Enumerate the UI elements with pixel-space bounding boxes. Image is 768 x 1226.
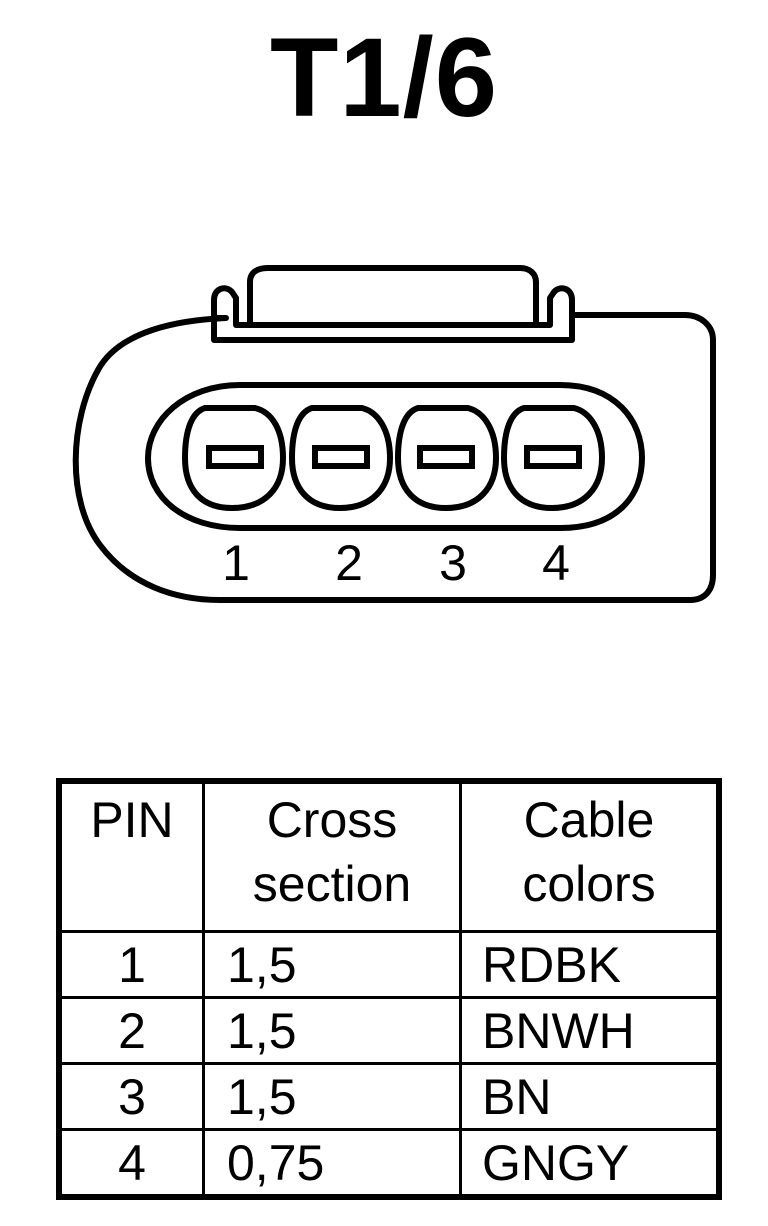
cell-pin: 2 — [57, 996, 205, 1065]
cell-pin: 1 — [57, 930, 205, 999]
cell-cable-colors: BN — [459, 1062, 721, 1131]
connector-latch-top — [247, 265, 539, 328]
pin-socket-2 — [288, 405, 394, 512]
connector-diagram: 1 2 3 4 — [72, 265, 716, 603]
cell-cross-section: 1,5 — [202, 930, 462, 999]
pin-contact-3 — [417, 445, 475, 469]
table-header-row: PIN Cross section Cable colors — [57, 779, 721, 933]
header-pin: PIN — [57, 779, 205, 933]
header-cross-section: Cross section — [202, 779, 462, 933]
header-cable-colors: Cable colors — [459, 779, 721, 933]
pin-cavity — [145, 382, 645, 531]
pin-contact-1 — [206, 445, 264, 469]
pin-contact-4 — [524, 445, 582, 469]
pin-label-3: 3 — [439, 535, 467, 591]
cell-cable-colors: BNWH — [459, 996, 721, 1065]
pin-socket-3 — [394, 405, 500, 512]
cell-pin: 4 — [57, 1128, 205, 1199]
cell-cable-colors: GNGY — [459, 1128, 721, 1199]
cell-pin: 3 — [57, 1062, 205, 1131]
pin-socket-1 — [181, 405, 287, 512]
pin-assignment-table: PIN Cross section Cable colors 1 1,5 RDB… — [56, 778, 722, 1200]
cell-cross-section: 1,5 — [202, 996, 462, 1065]
table-row: 2 1,5 BNWH — [57, 996, 721, 1065]
pin-label-4: 4 — [542, 535, 570, 591]
connector-housing — [72, 312, 716, 603]
connector-latch — [211, 285, 575, 343]
pin-socket-4 — [500, 405, 606, 512]
table-row: 1 1,5 RDBK — [57, 930, 721, 999]
connector-title: T1/6 — [269, 15, 499, 140]
table-row: 4 0,75 GNGY — [57, 1128, 721, 1199]
cell-cross-section: 1,5 — [202, 1062, 462, 1131]
cell-cable-colors: RDBK — [459, 930, 721, 999]
table-row: 3 1,5 BN — [57, 1062, 721, 1131]
pin-label-2: 2 — [335, 535, 363, 591]
pin-contact-2 — [312, 445, 370, 469]
cell-cross-section: 0,75 — [202, 1128, 462, 1199]
pin-label-1: 1 — [222, 535, 250, 591]
